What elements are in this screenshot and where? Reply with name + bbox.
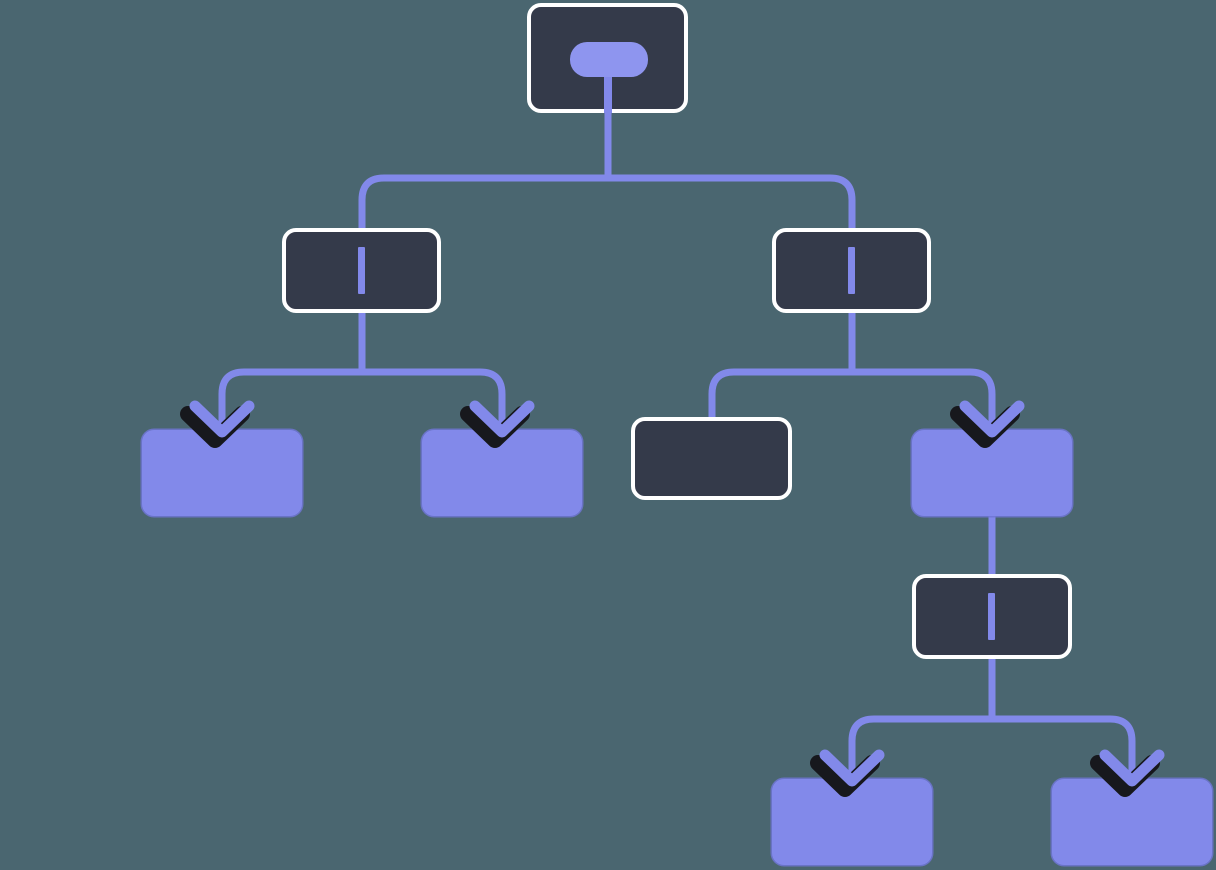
leaf-node-4[interactable] <box>770 777 934 867</box>
root-node[interactable] <box>527 3 688 113</box>
node-inner-bar-icon <box>358 247 365 294</box>
leaf-node-5[interactable] <box>1050 777 1214 867</box>
node-inner-bar-icon <box>848 247 855 294</box>
arrowhead-icon <box>819 749 885 787</box>
node-body[interactable] <box>631 417 792 500</box>
leaf-node-2[interactable] <box>420 428 584 518</box>
edge-branch-left-to-leaf-2[interactable] <box>358 313 506 430</box>
branch-node-lower[interactable] <box>912 574 1072 659</box>
edge-root-to-branch-right[interactable] <box>604 113 856 228</box>
edge-root-to-branch-left[interactable] <box>358 113 612 228</box>
edge-branch-right-to-leaf-3[interactable] <box>848 313 996 430</box>
edge-branch-left-to-leaf-1[interactable] <box>218 313 366 430</box>
node-body[interactable] <box>772 779 932 865</box>
node-body[interactable] <box>422 430 582 516</box>
arrowhead-icon <box>189 400 255 438</box>
node-inner-bar-icon <box>988 593 995 640</box>
node-body[interactable] <box>912 430 1072 516</box>
edge-branch-lower-to-leaf-4[interactable] <box>848 659 996 779</box>
arrowhead-icon <box>1099 749 1165 787</box>
node-stem <box>604 77 612 113</box>
arrowhead-icon <box>959 400 1025 438</box>
arrowhead-icon <box>469 400 535 438</box>
node-body[interactable] <box>142 430 302 516</box>
arrowheads-layer <box>180 400 1165 797</box>
branch-node-left[interactable] <box>282 228 441 313</box>
nodes-layer <box>140 3 1214 867</box>
edges-layer <box>218 113 1136 779</box>
edge-branch-lower-to-leaf-5[interactable] <box>988 659 1136 779</box>
empty-dark-node[interactable] <box>631 417 792 500</box>
leaf-node-3[interactable] <box>910 428 1074 518</box>
node-pill-icon <box>570 42 648 77</box>
branch-node-right[interactable] <box>772 228 931 313</box>
node-body[interactable] <box>1052 779 1212 865</box>
leaf-node-1[interactable] <box>140 428 304 518</box>
edge-branch-right-to-empty-dark-node[interactable] <box>708 313 856 417</box>
